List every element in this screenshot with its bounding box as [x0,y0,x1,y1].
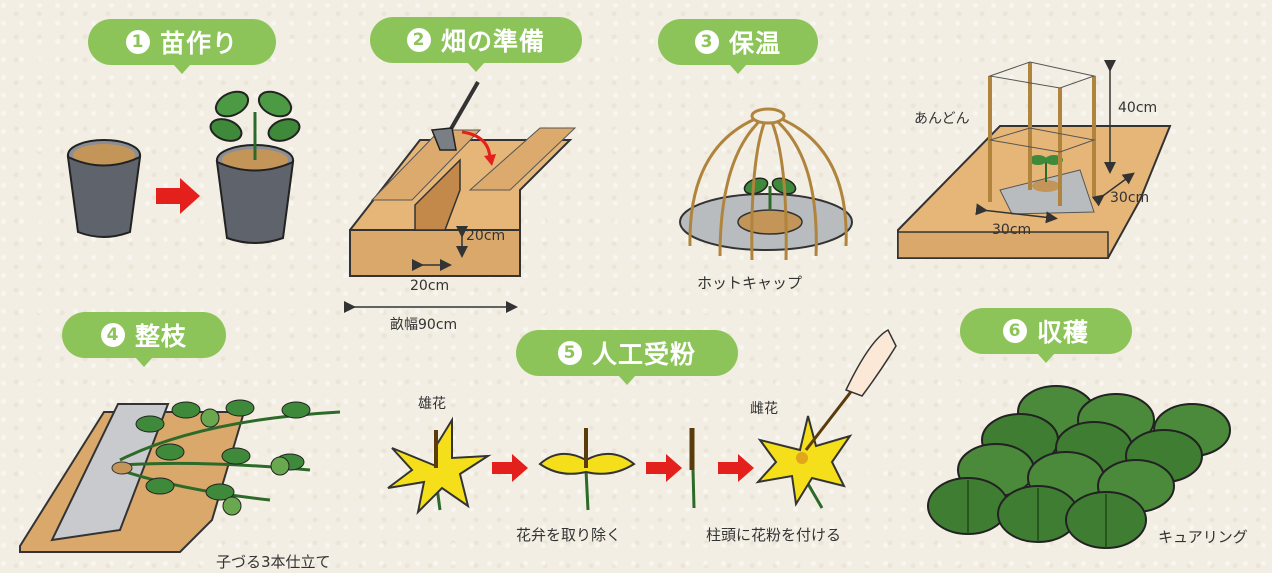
step-number-6: 6 [1002,319,1027,343]
empty-pot-icon [66,139,142,238]
step-badge-6: 6 収穫 [960,308,1132,363]
andon-depth-label: 30cm [1110,190,1150,206]
step-number-1: 1 [125,30,150,54]
step-badge-4: 4 整枝 [62,312,226,367]
step-number-5: 5 [557,341,582,365]
step-badge-1: 1 苗作り [88,19,276,74]
step-title-3: 保温 [728,29,781,58]
ridge-width-label: 畝幅90cm [390,317,458,333]
pollinate-label: 柱頭に花粉を付ける [706,526,842,544]
step-badge-3: 3 保温 [658,19,818,74]
arrow-icon [718,454,754,482]
step-title-1: 苗作り [159,29,238,58]
petal-flower-icon [538,428,636,511]
seedling-pot-icon [209,90,301,244]
step-title-5: 人工受粉 [591,340,696,369]
arrow-icon [156,178,200,214]
step-title-4: 整枝 [134,322,187,351]
hot-cap-icon [679,107,853,261]
step-number-4: 4 [100,323,125,347]
andon-height-label: 40cm [1118,100,1158,116]
pumpkins-icon [927,385,1231,549]
arrow-icon [646,454,682,482]
furrow-width-label: 20cm [410,278,450,294]
remove-petals-label: 花弁を取り除く [516,526,622,544]
step-number-2: 2 [406,28,431,52]
arrow-icon [492,454,528,482]
male-flower-label: 雄花 [418,396,446,412]
female-flower-icon [755,328,897,509]
curing-label: キュアリング [1158,528,1248,546]
step-number-3: 3 [694,30,719,54]
andon-label: あんどん [914,111,970,127]
andon-icon [897,60,1172,259]
furrow-depth-label: 20cm [466,228,506,244]
stamen-icon [689,428,696,509]
andon-width-label: 30cm [992,222,1032,238]
hot-cap-label: ホットキャップ [697,274,803,292]
furrow-icon [349,127,577,277]
female-flower-label: 雌花 [750,401,778,417]
male-flower-icon [387,416,492,516]
step-title-6: 収穫 [1036,318,1089,347]
step-badge-2: 2 畑の準備 [370,17,582,72]
training-label: 子づる3本仕立て [216,553,331,571]
step-title-2: 畑の準備 [440,27,545,56]
pumpkin-vines-icon [19,399,341,553]
hoe-icon [430,81,496,166]
step-badge-5: 5 人工受粉 [516,330,738,385]
